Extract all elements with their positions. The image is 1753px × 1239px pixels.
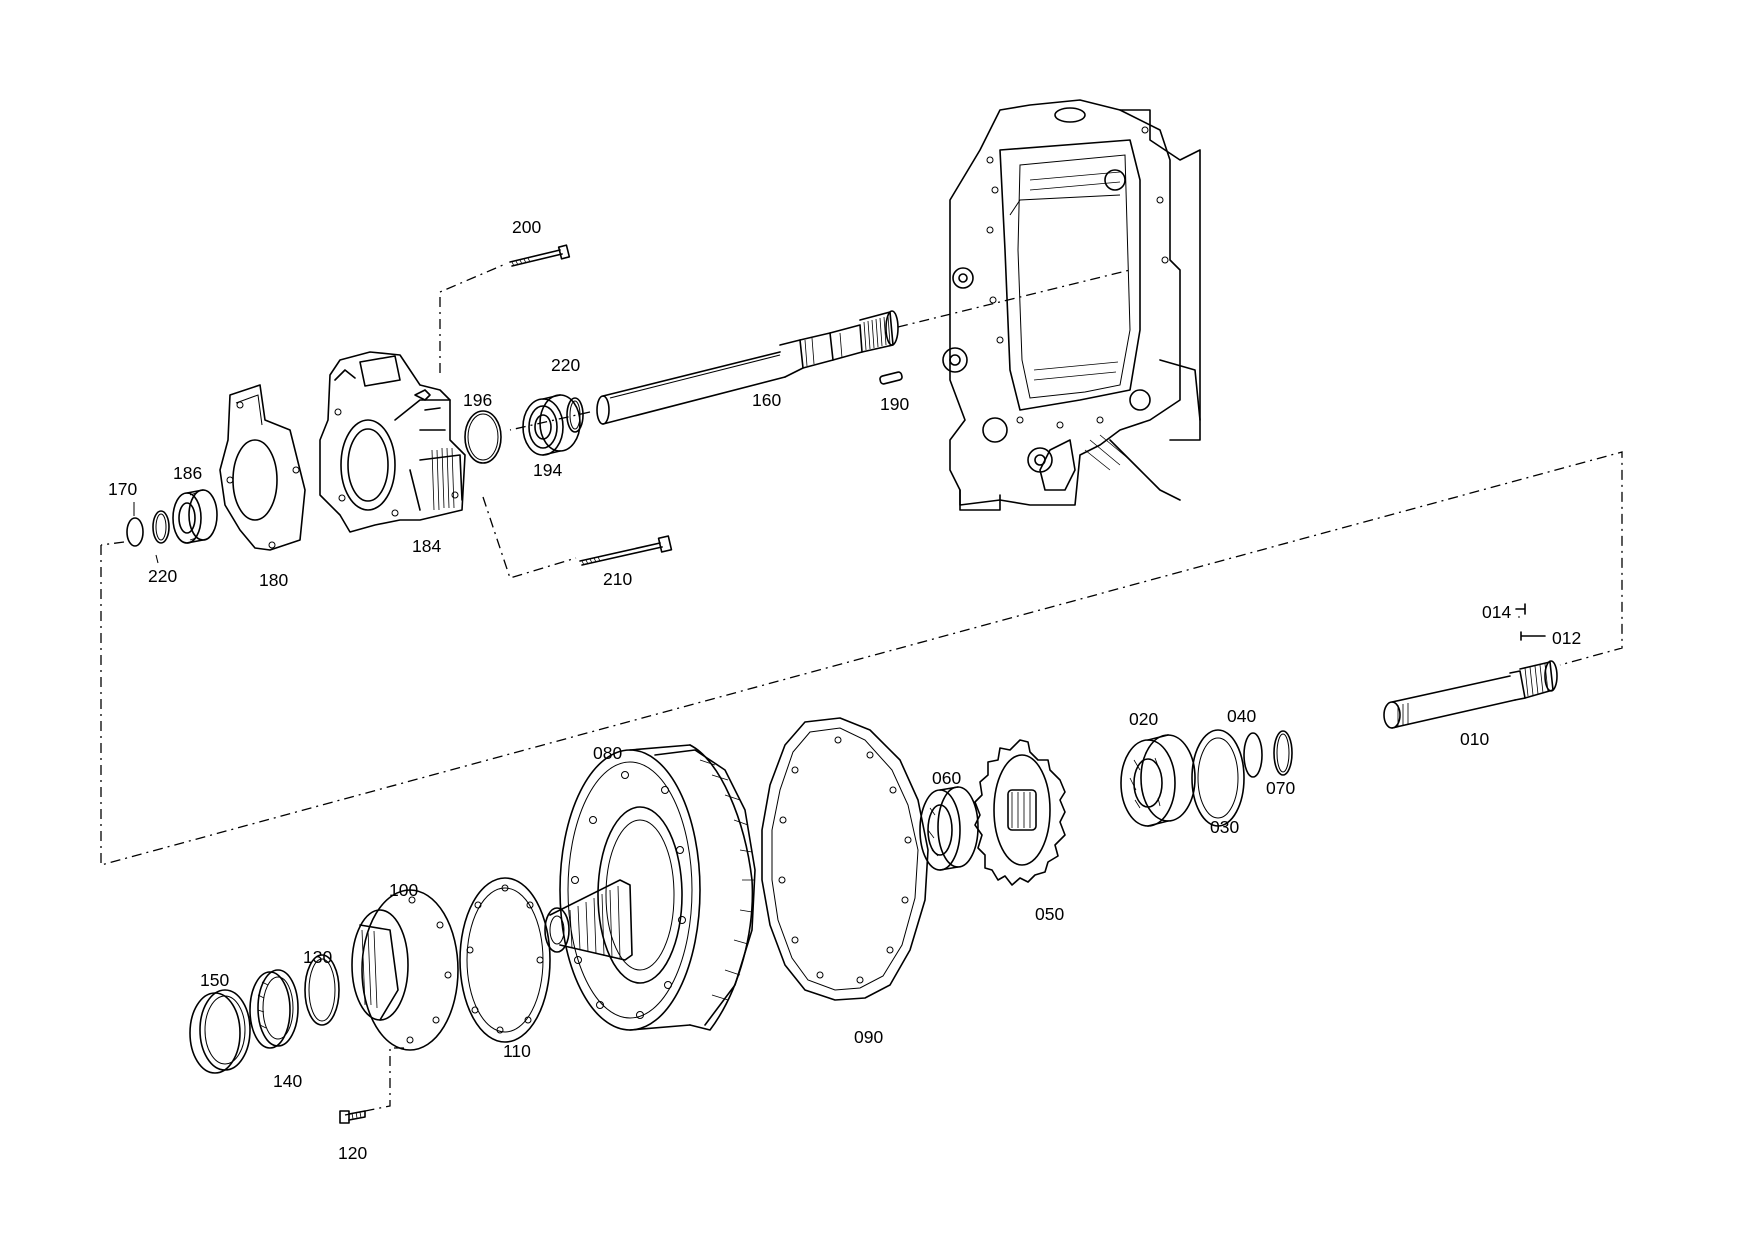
housing-184 — [319, 351, 466, 533]
label-110: 110 — [503, 1041, 531, 1061]
label-030: 030 — [1210, 817, 1239, 837]
label-200: 200 — [512, 217, 541, 237]
pin-012 — [1520, 631, 1546, 641]
label-130: 130 — [303, 947, 332, 967]
label-120: 120 — [338, 1143, 367, 1163]
washer-030 — [1191, 729, 1245, 827]
label-186: 186 — [173, 463, 202, 483]
label-070: 070 — [1266, 778, 1295, 798]
gear-050 — [974, 739, 1066, 886]
label-050: 050 — [1035, 904, 1064, 924]
transmission-housing — [942, 99, 1201, 511]
label-160: 160 — [752, 390, 781, 410]
bolt-210 — [579, 535, 673, 566]
gasket-090 — [761, 717, 929, 1001]
label-184: 184 — [412, 536, 441, 556]
circlip-170 — [126, 517, 144, 547]
label-140: 140 — [273, 1071, 302, 1091]
planetary-housing-080 — [544, 744, 756, 1031]
label-210: 210 — [603, 569, 632, 589]
bearing-186 — [172, 489, 218, 544]
bearing-020 — [1120, 734, 1196, 827]
pin-014 — [1515, 603, 1526, 615]
label-060: 060 — [932, 768, 961, 788]
label-010: 010 — [1460, 729, 1489, 749]
bearing-194 — [522, 394, 581, 456]
part-labels: 200 220 196 160 190 194 170 186 220 180 … — [108, 217, 1581, 1163]
label-180: 180 — [259, 570, 288, 590]
ring-140 — [249, 969, 299, 1049]
label-080: 080 — [593, 743, 622, 763]
circlip-220-lower — [152, 510, 170, 544]
circlip-130 — [304, 954, 340, 1026]
ring-150 — [189, 989, 251, 1074]
label-090: 090 — [854, 1027, 883, 1047]
label-170: 170 — [108, 479, 137, 499]
shaft-010 — [1383, 660, 1558, 729]
shaft-160 — [596, 310, 899, 425]
label-014: 014 — [1482, 602, 1511, 622]
label-220-upper: 220 — [551, 355, 580, 375]
key-190 — [879, 371, 903, 385]
label-040: 040 — [1227, 706, 1256, 726]
label-150: 150 — [200, 970, 229, 990]
bolt-120 — [339, 1110, 366, 1124]
flange-100 — [351, 889, 459, 1051]
ring-196 — [464, 410, 502, 464]
leader-lines — [133, 502, 1520, 618]
label-100: 100 — [389, 880, 418, 900]
bolt-200 — [509, 244, 571, 267]
gasket-180 — [219, 384, 306, 551]
bearing-060 — [919, 786, 979, 871]
label-020: 020 — [1129, 709, 1158, 729]
circlip-040 — [1243, 732, 1263, 778]
label-012: 012 — [1552, 628, 1581, 648]
label-220-lower: 220 — [148, 566, 177, 586]
circlip-070 — [1273, 730, 1293, 776]
gasket-110 — [459, 877, 551, 1043]
label-196: 196 — [463, 390, 492, 410]
label-194: 194 — [533, 460, 562, 480]
label-190: 190 — [880, 394, 909, 414]
